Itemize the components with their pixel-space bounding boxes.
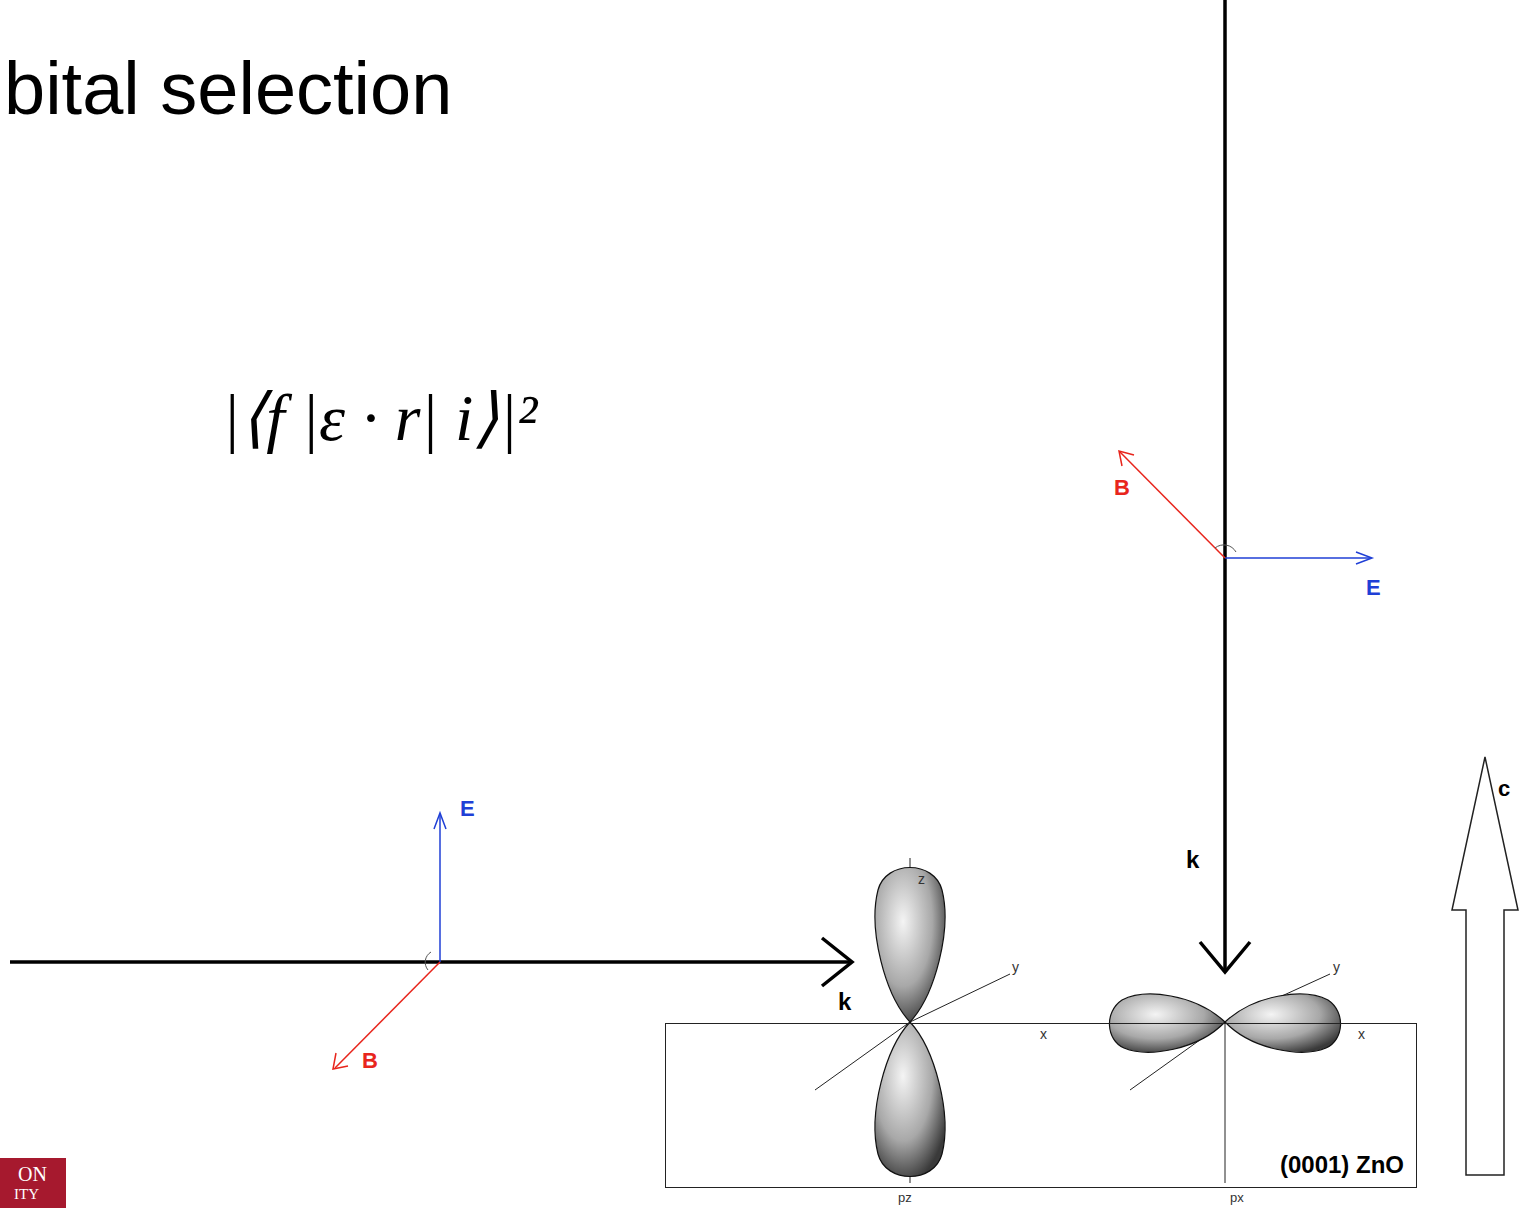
axis-label: z xyxy=(918,872,925,886)
axis-label: x xyxy=(1358,1027,1365,1041)
wavevector-label: k xyxy=(838,990,851,1014)
sample-box: (0001) ZnO xyxy=(665,1023,1417,1188)
logo-text: ON xyxy=(18,1164,47,1184)
axis-label: y xyxy=(1012,960,1019,974)
field-label: E xyxy=(460,798,475,820)
field-label: B xyxy=(362,1050,378,1072)
slide-title: bital selection xyxy=(4,52,452,126)
orbital-label: pz xyxy=(898,1191,912,1204)
field-label: B xyxy=(1114,477,1130,499)
logo xyxy=(0,1158,66,1208)
axis-label: y xyxy=(1333,960,1340,974)
axis-label: c xyxy=(1498,778,1510,800)
axis-label: x xyxy=(1040,1027,1047,1041)
matrix-element: |⟨f |ε · r| i⟩|² xyxy=(222,385,537,451)
wavevector-label: k xyxy=(1186,848,1199,872)
orbital-label: px xyxy=(1230,1191,1244,1204)
sample-label: (0001) ZnO xyxy=(1280,1153,1404,1177)
logo-text: ITY xyxy=(14,1187,39,1202)
field-label: E xyxy=(1366,577,1381,599)
